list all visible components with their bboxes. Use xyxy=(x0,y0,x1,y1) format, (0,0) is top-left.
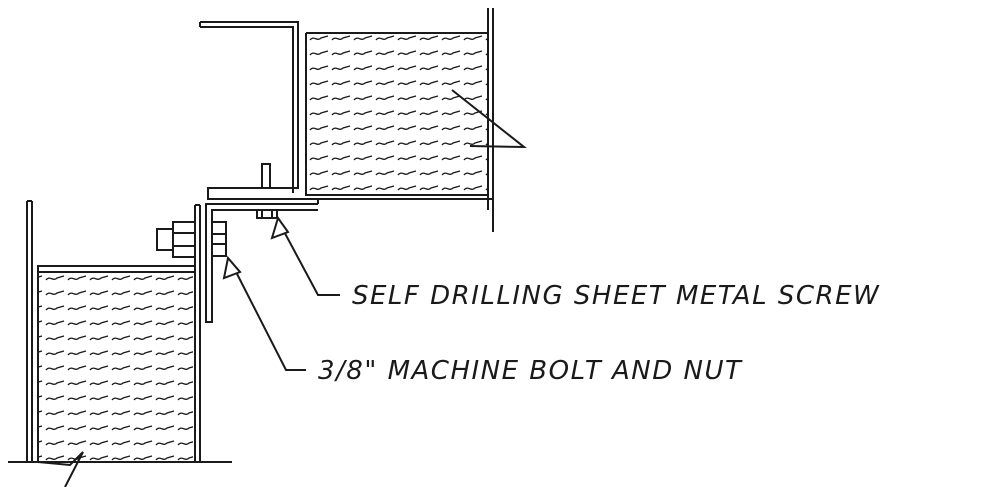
upper-panel xyxy=(199,8,494,232)
sheet-metal-screw xyxy=(256,163,278,219)
bolt-callout-label: 3/8" MACHINE BOLT AND NUT xyxy=(318,356,743,386)
lower-panel-break-mark xyxy=(37,451,84,487)
connection-angle xyxy=(205,203,318,323)
machine-bolt xyxy=(156,221,227,258)
screw-leader xyxy=(270,215,340,296)
upper-panel-insulation xyxy=(307,33,488,195)
lower-panel-insulation xyxy=(38,272,193,462)
lower-panel xyxy=(8,200,232,463)
screw-callout-label: SELF DRILLING SHEET METAL SCREW xyxy=(352,281,881,311)
upper-panel-break-mark xyxy=(451,89,527,149)
bolt-leader xyxy=(222,255,306,371)
